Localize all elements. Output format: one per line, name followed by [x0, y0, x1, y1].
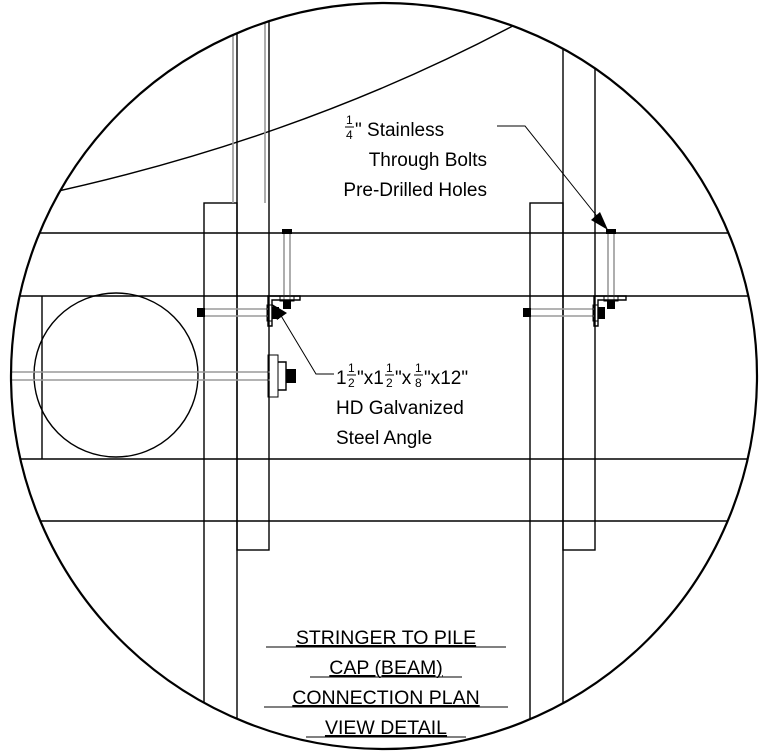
angle-callout-line2: HD Galvanized — [336, 398, 464, 419]
bolt-frac-den: 4 — [346, 128, 353, 142]
angle-callout-text: 1 1 2 "x1 1 2 "x 1 8 "x12" HD Galvanized… — [336, 361, 468, 449]
angle-dim-c-den: 8 — [415, 376, 422, 390]
left-inner-plank — [236, 3, 270, 551]
angle-dim-b-num: 1 — [386, 361, 393, 375]
right-inner-plank — [562, 3, 596, 551]
detail-title: STRINGER TO PILE CAP (BEAM) CONNECTION P… — [264, 627, 508, 739]
title-line4: VIEW DETAIL — [325, 717, 447, 739]
title-line1: STRINGER TO PILE — [296, 627, 476, 649]
angle-dim-c-num: 1 — [415, 361, 422, 375]
right-outer-plank — [529, 202, 564, 749]
right-horizontal-bolt — [523, 304, 605, 322]
left-through-bolt — [279, 229, 295, 309]
title-mask — [262, 600, 510, 749]
detail-circle-border — [9, 1, 759, 751]
left-horizontal-bolt — [197, 304, 279, 322]
title-line2: CAP (BEAM) — [329, 657, 442, 679]
angle-dim-b-text: "x1 — [357, 368, 384, 389]
angle-dim-a-num: 1 — [348, 361, 355, 375]
bolt-callout-text: 1 4 " Stainless Through Bolts Pre-Drille… — [343, 113, 487, 201]
right-steel-angle — [593, 295, 627, 327]
bolt-callout-line1: " Stainless — [355, 120, 444, 141]
left-outer-plank — [203, 202, 238, 749]
bolt-callout-leader — [497, 125, 608, 230]
upper-curved-edge — [39, 3, 561, 196]
bolt-callout-line2: Through Bolts — [369, 150, 487, 171]
angle-dim-whole: 1 — [336, 368, 347, 389]
angle-callout-leader — [272, 304, 334, 375]
left-steel-angle — [267, 295, 301, 327]
title-line3: CONNECTION PLAN — [292, 687, 479, 709]
right-through-bolt — [603, 229, 619, 309]
angle-dim-d-text: "x12" — [424, 368, 468, 389]
bolt-callout-line3: Pre-Drilled Holes — [343, 180, 487, 201]
bolt-frac-num: 1 — [346, 113, 353, 127]
angle-dim-c-text: "x — [395, 368, 412, 389]
angle-dim-b-den: 2 — [386, 376, 393, 390]
angle-callout-line3: Steel Angle — [336, 428, 432, 449]
pile-main-bolt — [11, 354, 296, 398]
pile-circle — [33, 292, 199, 458]
angle-dim-a-den: 2 — [348, 376, 355, 390]
